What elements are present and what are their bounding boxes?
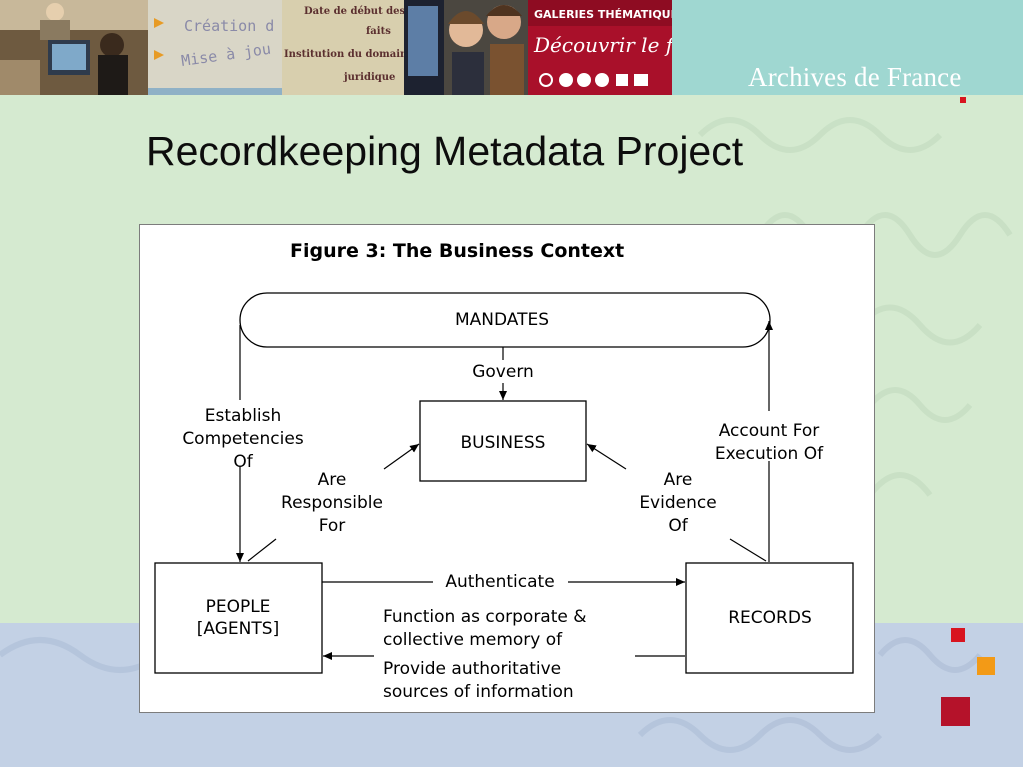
galleries-subtitle: Découvrir le fo [533,33,672,57]
establish-line2: Competencies [182,429,304,449]
responsible-arrow [383,443,420,470]
mandates-box [239,292,771,348]
records-box [685,562,854,674]
slide-title: Recordkeeping Metadata Project [146,128,744,174]
provide-line2: sources of information [383,682,574,702]
brand-logo-text: Archives de France [748,62,962,92]
people-label-line1: PEOPLE [206,597,271,617]
business-label: BUSINESS [461,433,546,453]
document-line-4: juridique [343,72,395,83]
decor-square-darkred [941,697,970,726]
decor-square-orange [977,657,995,675]
header-photo-document: Date de début des faits Institution du d… [282,0,404,95]
responsible-line2: Responsible [281,493,383,513]
provide-line1: Provide authoritative [383,659,561,679]
header-photo-galleries: GALERIES THÉMATIQUES Découvrir le fo [528,0,672,95]
responsible-line1: Are [318,470,347,490]
header-photo-library [0,0,148,95]
people-box [154,562,323,674]
evidence-line2: Evidence [639,493,716,513]
header-photo-form: Création d Mise à jou [148,0,282,95]
evidence-line1: Are [664,470,693,490]
evidence-line3: Of [668,516,688,536]
people-label-line2: [AGENTS] [197,619,279,639]
document-line-1: Date de début des [304,6,404,17]
establish-line3: Of [233,452,253,472]
galleries-title: GALERIES THÉMATIQUES [534,8,672,21]
govern-label: Govern [472,362,534,382]
decor-square-red [951,628,965,642]
header-banner: Création d Mise à jou Date de début des … [0,0,1023,95]
authenticate-label: Authenticate [445,572,554,592]
account-line1: Account For [719,421,820,441]
mandates-label: MANDATES [455,310,549,330]
evidence-arrow [586,443,627,470]
records-label: RECORDS [728,608,812,628]
header-photo-children [404,0,528,95]
form-line-1: Création d [184,17,274,35]
account-line2: Execution Of [715,444,824,464]
function-line1: Function as corporate & [383,607,587,627]
business-context-diagram: Figure 3: The Business Context MANDATES … [139,224,875,713]
document-line-3: Institution du domaine [284,49,404,60]
document-line-2: faits [366,26,391,37]
business-box [419,400,587,482]
establish-line1: Establish [205,406,282,426]
responsible-line3: For [319,516,346,536]
function-line2: collective memory of [383,630,563,650]
brand-red-dot [960,97,966,103]
figure-caption: Figure 3: The Business Context [290,240,624,262]
